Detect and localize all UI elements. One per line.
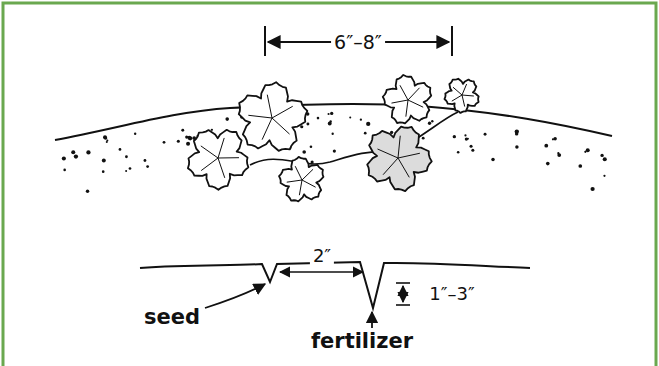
- depth-dimension: [396, 283, 410, 305]
- squash-leaves: [188, 75, 479, 201]
- spacing-dimension-label: 2″: [310, 246, 334, 266]
- depth-dimension-label: 1″–3″: [426, 284, 477, 304]
- width-dimension: [265, 26, 452, 56]
- seed-leader: [205, 284, 265, 308]
- furrow-cross-section: [140, 262, 530, 308]
- fertilizer-label: fertilizer: [308, 330, 416, 353]
- spacing-dimension: [280, 271, 363, 273]
- seed-label: seed: [141, 306, 203, 329]
- soil-mound: [55, 104, 612, 140]
- soil-stipple: [62, 112, 607, 193]
- fertilizer-leader: [371, 312, 373, 328]
- frame-border: [3, 3, 656, 366]
- width-dimension-label: 6″–8″: [331, 32, 385, 53]
